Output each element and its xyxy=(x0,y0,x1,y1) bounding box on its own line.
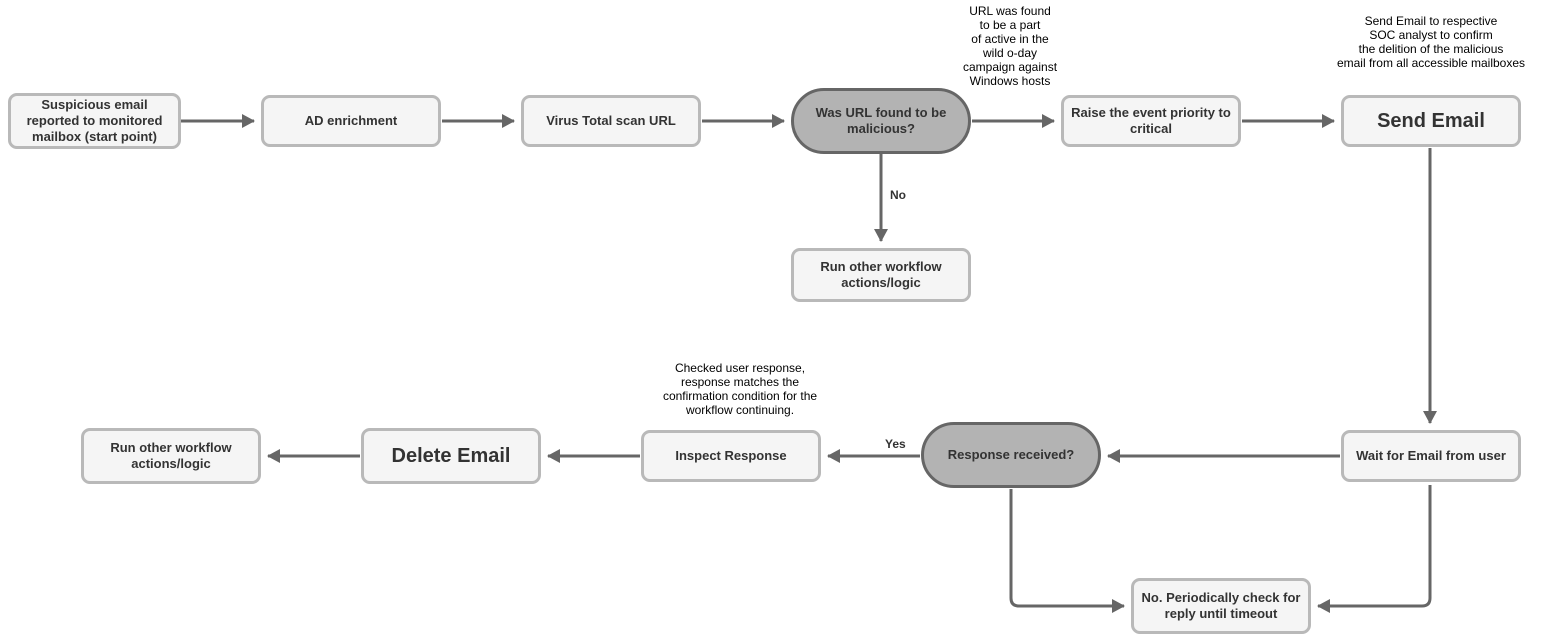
annotation-inspect-note: Checked user response, response matches … xyxy=(662,361,818,417)
annotation-zero-day-campaign: URL was found to be a part of active in … xyxy=(962,4,1058,88)
node-virus-total-scan[interactable]: Virus Total scan URL xyxy=(521,95,701,147)
node-delete-email[interactable]: Delete Email xyxy=(361,428,541,484)
arrow-response-no-to-periodic xyxy=(1009,489,1125,613)
arrow-wait-down-to-periodic xyxy=(1317,485,1432,613)
node-decision-response-received[interactable]: Response received? xyxy=(921,422,1101,488)
node-wait-for-email[interactable]: Wait for Email from user xyxy=(1341,430,1521,482)
node-run-other-workflow-end[interactable]: Run other workflow actions/logic xyxy=(81,428,261,484)
edge-label-yes: Yes xyxy=(883,437,908,451)
node-decision-url-malicious[interactable]: Was URL found to be malicious? xyxy=(791,88,971,154)
node-inspect-response[interactable]: Inspect Response xyxy=(641,430,821,482)
edge-label-no: No xyxy=(888,188,908,202)
node-send-email[interactable]: Send Email xyxy=(1341,95,1521,147)
annotation-send-email-note: Send Email to respective SOC analyst to … xyxy=(1336,14,1526,70)
node-raise-priority[interactable]: Raise the event priority to critical xyxy=(1061,95,1241,147)
node-run-other-workflow-mid[interactable]: Run other workflow actions/logic xyxy=(791,248,971,302)
node-ad-enrichment[interactable]: AD enrichment xyxy=(261,95,441,147)
node-start[interactable]: Suspicious email reported to monitored m… xyxy=(8,93,181,149)
node-periodic-check[interactable]: No. Periodically check for reply until t… xyxy=(1131,578,1311,634)
